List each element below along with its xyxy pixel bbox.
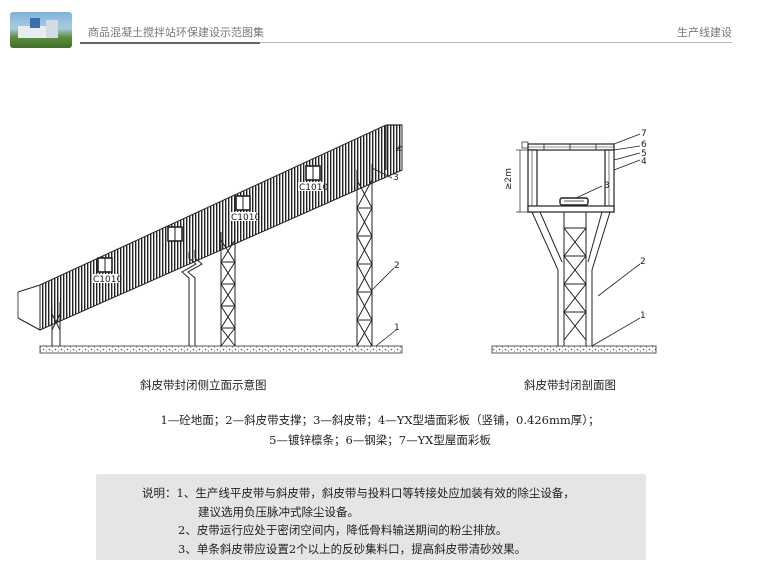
section-title: 生产线建设 bbox=[677, 26, 732, 39]
height-dimension bbox=[516, 141, 529, 213]
header-rule-accent bbox=[80, 42, 260, 44]
window-1: C1010 bbox=[92, 257, 122, 285]
callout-4-right: 4 bbox=[641, 157, 647, 167]
callout-2-right: 2 bbox=[640, 257, 646, 267]
callout-4-left: 4 bbox=[396, 145, 402, 155]
ground-slab-left bbox=[39, 345, 403, 354]
callout-1-left: 1 bbox=[394, 323, 400, 333]
callout-5-right: 5 bbox=[641, 149, 647, 159]
callout-leaders-right bbox=[575, 133, 641, 347]
dimension-label: ≥2m bbox=[504, 168, 514, 190]
left-wall bbox=[527, 149, 538, 213]
caption-side-elevation: 斜皮带封闭侧立面示意图 bbox=[140, 378, 267, 392]
plant-photo-logo bbox=[10, 12, 72, 48]
window-label-1: C1010 bbox=[93, 275, 122, 285]
window-4: C1010 bbox=[298, 165, 328, 193]
support-frame-right bbox=[531, 211, 611, 346]
support-middle bbox=[220, 226, 236, 347]
callout-2-left: 2 bbox=[394, 261, 400, 271]
header-rule bbox=[80, 42, 732, 43]
window-label-4: C1010 bbox=[299, 183, 328, 193]
callout-leaders-left bbox=[371, 145, 403, 347]
note-line-2: 建议选用负压脉冲式除尘设备。 bbox=[198, 505, 359, 519]
page-header: 商品混凝土搅拌站环保建设示范图集 生产线建设 bbox=[0, 0, 760, 50]
atlas-title: 商品混凝土搅拌站环保建设示范图集 bbox=[88, 26, 264, 39]
steel-beam bbox=[527, 205, 615, 213]
note-line-4: 3、单条斜皮带应设置2个以上的反砂集料口，提高斜皮带清砂效果。 bbox=[178, 542, 527, 556]
callout-6-right: 6 bbox=[641, 140, 647, 150]
window-3: C1010 bbox=[230, 195, 260, 223]
support-tall bbox=[356, 164, 373, 347]
caption-cross-section: 斜皮带封闭剖面图 bbox=[524, 378, 616, 392]
cross-section-drawing: ≥2m 1 2 3 4 5 6 7 bbox=[491, 129, 657, 354]
callout-3-left: 3 bbox=[393, 173, 399, 183]
support-small bbox=[51, 302, 61, 346]
note-line-3: 2、皮带运行应处于密闭空间内，降低骨料输送期间的粉尘排放。 bbox=[178, 523, 508, 537]
callout-7-right: 7 bbox=[641, 129, 647, 139]
callout-3-right: 3 bbox=[604, 181, 610, 191]
engineering-drawings: C1010 C1010 C1010 bbox=[17, 124, 657, 354]
note-line-1: 说明：1、生产线平皮带与斜皮带，斜皮带与投料口等转接处应加装有效的除尘设备， bbox=[142, 486, 575, 500]
break-line-post bbox=[181, 250, 203, 346]
ground-slab-right bbox=[491, 345, 657, 354]
side-elevation-drawing: C1010 C1010 C1010 bbox=[17, 124, 403, 354]
window-label-3: C1010 bbox=[231, 213, 260, 223]
notes-panel bbox=[96, 474, 646, 560]
callout-1-right: 1 bbox=[640, 311, 646, 321]
legend-line-2: 5—镀锌檩条；6—钢梁；7—YX型屋面彩板 bbox=[269, 433, 491, 447]
window-2 bbox=[167, 226, 183, 242]
legend-line-1: 1—砼地面；2—斜皮带支撑；3—斜皮带；4—YX型墙面彩板（竖铺，0.426mm… bbox=[160, 413, 600, 427]
belt-conveyor bbox=[559, 197, 589, 206]
